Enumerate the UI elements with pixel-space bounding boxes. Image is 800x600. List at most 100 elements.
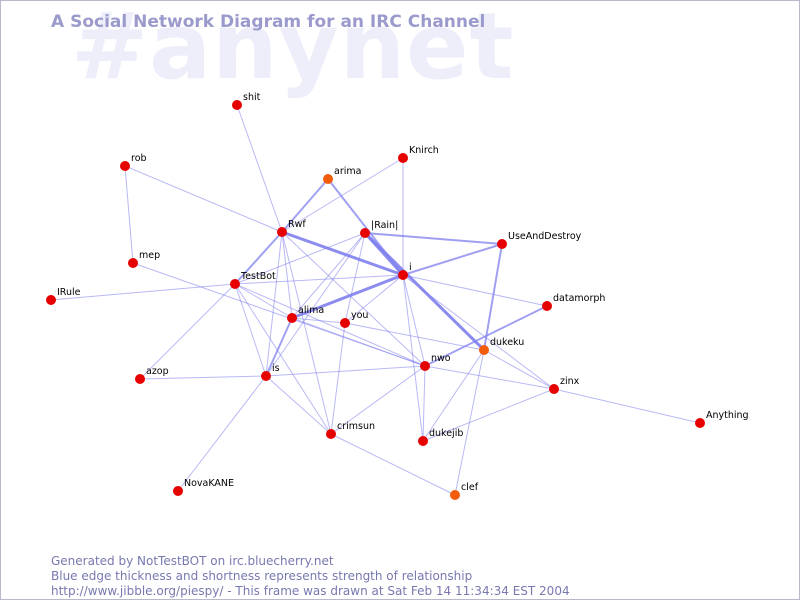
edge-alima-you: [291, 317, 346, 324]
edge-i-dukejib: [402, 274, 424, 442]
edge-Rwf-crimsun: [281, 231, 332, 435]
node-arima: arima: [323, 166, 361, 184]
node-label: you: [351, 310, 368, 321]
node-label: mep: [139, 250, 160, 261]
edge-is-crimsun: [265, 375, 332, 435]
node-dot: [479, 345, 489, 355]
node-dot: [695, 418, 705, 428]
edge-Knirch-Rwf: [281, 157, 404, 233]
node-dukeku: dukeku: [479, 337, 524, 355]
node-label: alima: [298, 305, 324, 316]
node-label: azop: [146, 366, 169, 377]
node-dot: [542, 301, 552, 311]
node-mep: mep: [128, 250, 160, 268]
node-label: Rwf: [288, 219, 306, 230]
edge-TestBot-azop: [139, 283, 236, 380]
node-dot: [549, 384, 559, 394]
node-label: TestBot: [240, 271, 276, 282]
node-label: IRule: [57, 287, 81, 298]
node-label: is: [272, 363, 280, 374]
edge-IRainI-alima: [291, 232, 366, 319]
edge-Rwf-nwo: [281, 231, 426, 367]
node-Knirch: Knirch: [398, 145, 439, 163]
edge-Rwf-i: [281, 230, 404, 277]
footer-timestamp: http://www.jibble.org/piespy/ - This fra…: [51, 584, 570, 598]
edge-IRainI-is: [265, 232, 366, 377]
node-you: you: [340, 310, 368, 328]
edge-i-UseAndDestroy: [402, 243, 503, 276]
node-dot: [323, 174, 333, 184]
edge-TestBot-IRainI: [234, 232, 366, 285]
node-shit: shit: [232, 92, 261, 110]
node-Rwf: Rwf: [277, 219, 306, 237]
node-clef: clef: [450, 482, 479, 500]
node-label: datamorph: [553, 293, 605, 304]
node-IRainI: |Rain|: [360, 220, 398, 238]
node-zinx: zinx: [549, 376, 580, 394]
edge-shit-Rwf: [236, 104, 283, 233]
diagram-title: A Social Network Diagram for an IRC Chan…: [51, 12, 486, 32]
node-dot: [173, 486, 183, 496]
node-label: |Rain|: [371, 220, 398, 231]
footer-generator: Generated by NotTestBOT on irc.bluecherr…: [51, 554, 334, 568]
node-label: dukeku: [490, 337, 524, 348]
edge-dukeku-dukejib: [422, 349, 485, 442]
node-label: dukejib: [429, 428, 463, 439]
node-dot: [277, 227, 287, 237]
footer-legend: Blue edge thickness and shortness repres…: [51, 569, 473, 583]
node-label: UseAndDestroy: [508, 231, 582, 242]
edge-IRule-TestBot: [50, 283, 236, 301]
node-Anything: Anything: [695, 410, 749, 428]
edge-nwo-crimsun: [330, 365, 426, 435]
node-label: clef: [461, 482, 479, 493]
node-label: Anything: [706, 410, 749, 421]
node-label: zinx: [560, 376, 580, 387]
node-dot: [420, 361, 430, 371]
edge-zinx-dukejib: [422, 388, 555, 442]
node-label: arima: [334, 166, 361, 177]
edge-i-nwo: [402, 274, 426, 367]
edge-IRainI-UseAndDestroy: [364, 232, 503, 245]
edge-i-alima: [291, 273, 404, 320]
node-dukejib: dukejib: [418, 428, 463, 446]
node-label: crimsun: [337, 421, 375, 432]
edge-dukeku-zinx: [483, 349, 555, 390]
channel-watermark: #anynet: [71, 0, 515, 100]
edge-Rwf-alima: [281, 231, 293, 319]
edge-rob-mep: [124, 165, 134, 264]
node-dot: [261, 371, 271, 381]
node-is: is: [261, 363, 280, 381]
edge-alima-nwo: [291, 317, 426, 367]
node-dot: [497, 239, 507, 249]
node-dot: [398, 153, 408, 163]
edge-i-datamorph: [402, 274, 548, 307]
edge-rob-Rwf: [124, 165, 283, 233]
edge-NovaKANE-is: [177, 375, 267, 492]
node-label: rob: [131, 153, 147, 164]
edge-layer: [50, 104, 701, 496]
node-label: i: [409, 262, 412, 273]
edge-you-dukeku: [344, 322, 485, 351]
node-nwo: nwo: [420, 353, 451, 371]
node-dot: [128, 258, 138, 268]
node-NovaKANE: NovaKANE: [173, 478, 234, 496]
node-i: i: [398, 262, 412, 280]
node-IRule: IRule: [46, 287, 81, 305]
edge-nwo-zinx: [424, 365, 555, 390]
node-label: shit: [243, 92, 261, 103]
edge-arima-Rwf: [281, 178, 329, 233]
edge-nwo-dukejib: [422, 365, 426, 442]
edge-azop-is: [139, 375, 267, 380]
node-crimsun: crimsun: [326, 421, 375, 439]
node-dot: [287, 313, 297, 323]
edge-TestBot-is: [234, 283, 267, 377]
edge-TestBot-alima: [234, 283, 293, 319]
node-dot: [398, 270, 408, 280]
node-dot: [360, 228, 370, 238]
node-label: nwo: [431, 353, 451, 364]
node-UseAndDestroy: UseAndDestroy: [497, 231, 582, 249]
node-label: NovaKANE: [184, 478, 234, 489]
node-dot: [135, 374, 145, 384]
